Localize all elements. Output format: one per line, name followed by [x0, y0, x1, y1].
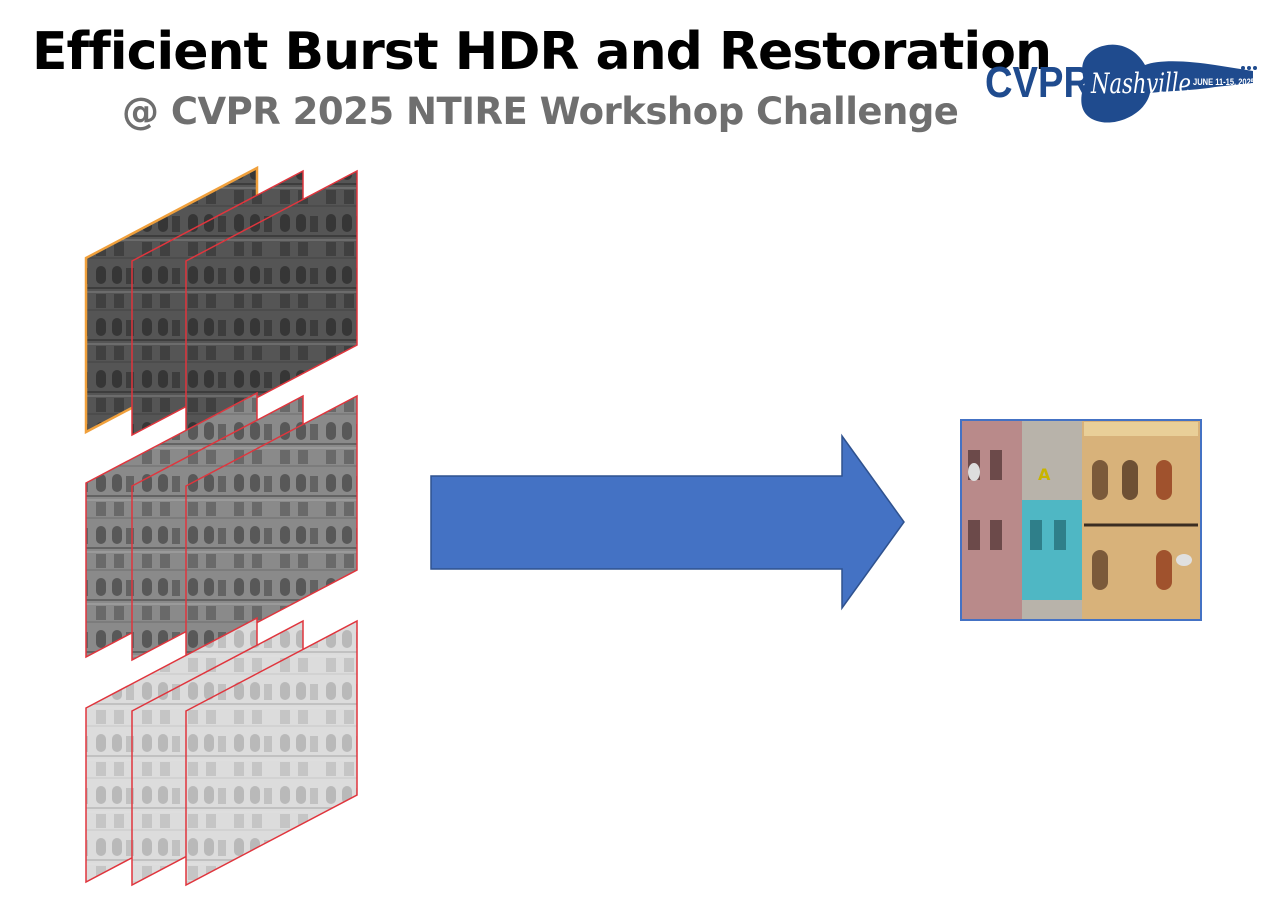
cvpr-nashville-logo: CVPR Nashville JUNE 11-15, 2025 [985, 44, 1257, 123]
diagram-title: Efficient Burst HDR and Restoration [32, 22, 1052, 82]
process-arrow [430, 433, 905, 611]
burst-frame-texture [186, 621, 357, 885]
burst-frame-texture [186, 171, 357, 435]
guitar-shape-icon [1081, 44, 1253, 123]
logo-city-text: Nashville [1090, 67, 1191, 100]
burst-frame-border [185, 169, 358, 437]
logo-cvpr-text: CVPR [985, 58, 1091, 107]
logo-dates-text: JUNE 11-15, 2025 [1193, 77, 1255, 87]
diagram-subtitle: @ CVPR 2025 NTIRE Workshop Challenge [122, 90, 959, 133]
burst-frame-border [185, 394, 358, 662]
output-hdr-image [960, 419, 1202, 621]
burst-frame-border [185, 619, 358, 887]
burst-group-medium [85, 391, 358, 662]
burst-group-low [84, 165, 358, 437]
burst-frame-texture [186, 396, 357, 660]
burst-group-high [85, 616, 358, 887]
